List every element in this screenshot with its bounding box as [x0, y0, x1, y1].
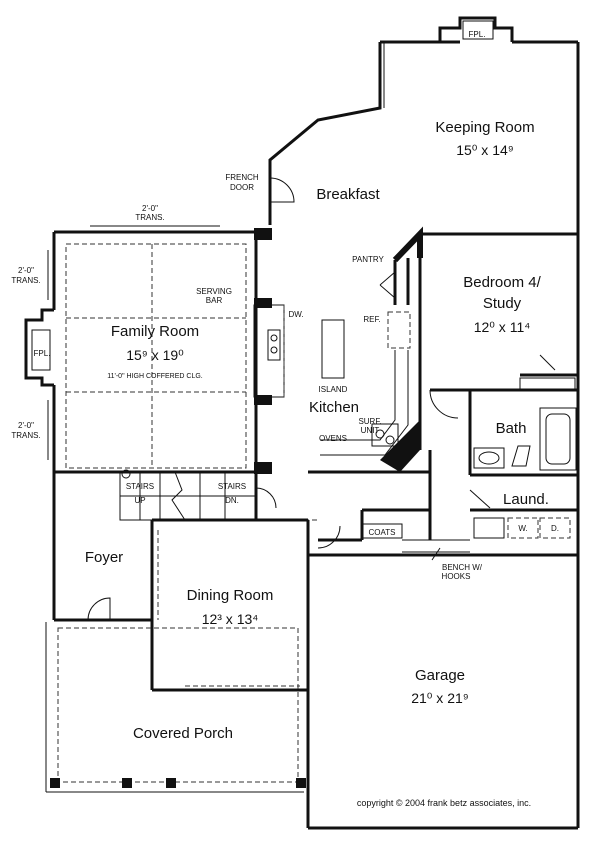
garage-name: Garage	[415, 667, 465, 684]
surf-unit-label-2: UNIT	[361, 426, 380, 435]
bedroom-walls	[429, 234, 580, 555]
dw-label: DW.	[288, 310, 303, 319]
stairs-dn-label-1: STAIRS	[218, 482, 246, 491]
trans-top-label-1: 2'-0"	[142, 204, 158, 213]
ovens-label: OVENS	[319, 434, 347, 443]
stairs-up-label-2: UP	[134, 496, 145, 505]
kitchen-name: Kitchen	[309, 399, 359, 416]
porch-outline	[45, 622, 306, 793]
serving-bar-label-2: BAR	[206, 296, 223, 305]
trans-lower-label-2: TRANS.	[11, 431, 40, 440]
fpl-top-label: FPL.	[469, 30, 486, 39]
fpl-left-label: FPL.	[34, 349, 51, 358]
kitchen-walls	[253, 226, 578, 474]
coats-label: COATS	[369, 528, 396, 537]
garage-walls	[306, 553, 580, 830]
pantry-label: PANTRY	[352, 255, 384, 264]
trans-upper-label-2: TRANS.	[11, 276, 40, 285]
trans-upper-label-1: 2'-0"	[18, 266, 34, 275]
washer-label: W.	[518, 524, 527, 533]
dining-room-name: Dining Room	[187, 587, 274, 604]
keeping-room-walls	[268, 16, 580, 235]
french-door-label-2: DOOR	[230, 183, 254, 192]
laundry-name: Laund.	[503, 491, 549, 508]
french-door-label-1: FRENCH	[225, 173, 259, 182]
surf-unit-label-1: SURF.	[358, 417, 381, 426]
dining-walls	[54, 518, 310, 692]
family-room-note: 11'-0" HIGH COFFERED CLG.	[107, 373, 203, 380]
island-label: ISLAND	[319, 385, 348, 394]
bench-label-2: HOOKS	[442, 572, 471, 581]
hall-walls	[264, 450, 470, 553]
trans-lower-label-1: 2'-0"	[18, 421, 34, 430]
bedroom-name-2: Study	[483, 295, 522, 312]
porch-name: Covered Porch	[133, 725, 233, 742]
keeping-room-name: Keeping Room	[435, 119, 534, 136]
family-room-dim: 15⁹ x 19⁰	[126, 347, 184, 363]
bath-name: Bath	[496, 420, 527, 437]
dining-room-dim: 12³ x 13⁴	[202, 611, 259, 627]
bedroom-dim: 12⁰ x 11⁴	[474, 319, 531, 335]
ref-label: REF.	[363, 315, 380, 324]
stairs-dn-label-2: DN.	[225, 496, 239, 505]
foyer-name: Foyer	[85, 549, 123, 566]
copyright-text: copyright © 2004 frank betz associates, …	[357, 798, 531, 808]
garage-dim: 21⁰ x 21⁹	[411, 690, 469, 706]
bedroom-name-1: Bedroom 4/	[463, 274, 541, 291]
trans-top-label-2: TRANS.	[135, 213, 164, 222]
family-room-name: Family Room	[111, 323, 199, 340]
serving-bar-label-1: SERVING	[196, 287, 232, 296]
breakfast-name: Breakfast	[316, 186, 380, 203]
french-door	[269, 177, 295, 203]
keeping-room-dim: 15⁰ x 14⁹	[456, 142, 514, 158]
stairs-up-label-1: STAIRS	[126, 482, 154, 491]
dryer-label: D.	[551, 524, 559, 533]
bench-label-1: BENCH W/	[442, 563, 483, 572]
